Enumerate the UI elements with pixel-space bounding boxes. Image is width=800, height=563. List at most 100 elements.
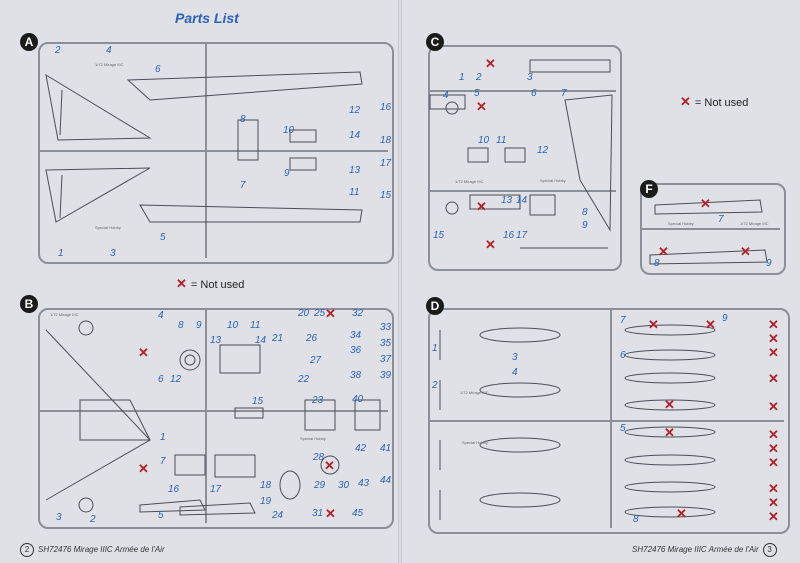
part-number: 5 xyxy=(158,510,164,521)
part-number: 45 xyxy=(352,508,364,519)
part-number: 8 xyxy=(178,320,184,331)
part-number: 38 xyxy=(350,370,362,381)
cross-icon: ✕ xyxy=(740,244,751,259)
part-number: 1 xyxy=(459,72,465,83)
part-number: 25 xyxy=(314,308,326,319)
not-used-legend-left: ✕= Not used xyxy=(176,277,244,291)
cross-icon: ✕ xyxy=(768,427,779,442)
part-number: 32 xyxy=(352,308,364,319)
cross-icon: ✕ xyxy=(648,317,659,332)
sprue-A-brand: Special Hobby xyxy=(95,225,121,230)
part-number: 8 xyxy=(240,114,246,125)
sprue-C-brand: Special Hobby xyxy=(540,178,566,183)
part-number: 17 xyxy=(380,158,392,169)
cross-icon: ✕ xyxy=(325,306,336,321)
part-number: 11 xyxy=(349,187,360,198)
part-number: 12 xyxy=(170,374,182,385)
part-number: 8 xyxy=(582,207,588,218)
part-number: 3 xyxy=(56,512,62,523)
part-number: 34 xyxy=(350,330,362,341)
legend-label: = Not used xyxy=(190,279,245,291)
part-number: 39 xyxy=(380,370,392,381)
part-number: 4 xyxy=(443,90,449,101)
part-number: 1 xyxy=(58,248,64,259)
cross-icon: ✕ xyxy=(138,345,149,360)
part-number: 13 xyxy=(349,165,361,176)
sprue-C-badge: C xyxy=(426,33,444,51)
sprue-F-brand: Special Hobby xyxy=(668,221,694,226)
footer-caption: SH72476 Mirage IIIC Armée de l'Air xyxy=(632,545,759,554)
part-number: 3 xyxy=(527,72,533,83)
part-number: 2 xyxy=(90,514,96,525)
sprue-B-tag: 1/72 Mirage IIIC xyxy=(50,312,79,317)
part-number: 9 xyxy=(284,168,290,179)
part-number: 6 xyxy=(158,374,164,385)
part-number: 37 xyxy=(380,354,392,365)
cross-icon: ✕ xyxy=(476,199,487,214)
part-number: 17 xyxy=(516,230,528,241)
cross-icon: ✕ xyxy=(658,244,669,259)
cross-icon: ✕ xyxy=(664,397,675,412)
part-number: 14 xyxy=(255,335,267,346)
cross-icon: ✕ xyxy=(324,458,335,473)
part-number: 29 xyxy=(314,480,326,491)
part-number: 4 xyxy=(158,310,164,321)
sprue-B-badge: B xyxy=(20,295,38,313)
part-number: 24 xyxy=(272,510,284,521)
part-number: 44 xyxy=(380,475,392,486)
sprue-A-badge: A xyxy=(20,33,38,51)
page-fold xyxy=(398,0,402,563)
cross-icon: ✕ xyxy=(676,506,687,521)
cross-icon: ✕ xyxy=(768,441,779,456)
part-number: 2 xyxy=(476,72,482,83)
part-number: 42 xyxy=(355,443,367,454)
part-number: 13 xyxy=(210,335,222,346)
sprue-F-tag: 1/72 Mirage IIIC xyxy=(740,221,769,226)
part-number: 12 xyxy=(349,105,361,116)
sprue-F-frame xyxy=(640,183,786,275)
part-number: 15 xyxy=(252,396,264,407)
part-number: 14 xyxy=(516,195,528,206)
part-number: 3 xyxy=(512,352,518,363)
part-number: 15 xyxy=(433,230,445,241)
part-number: 10 xyxy=(283,125,295,136)
part-number: 35 xyxy=(380,338,392,349)
part-number: 36 xyxy=(350,345,362,356)
part-number: 11 xyxy=(496,135,507,146)
right-page xyxy=(402,0,800,563)
part-number: 13 xyxy=(501,195,513,206)
sprue-C-frame xyxy=(428,45,622,271)
sprue-F-badge: F xyxy=(640,180,658,198)
part-number: 7 xyxy=(240,180,246,191)
part-number: 17 xyxy=(210,484,222,495)
part-number: 3 xyxy=(110,248,116,259)
page-title: Parts List xyxy=(175,10,239,26)
part-number: 12 xyxy=(537,145,549,156)
part-number: 9 xyxy=(196,320,202,331)
part-number: 18 xyxy=(380,135,392,146)
sprue-C-tag: 1/72 Mirage IIIC xyxy=(455,179,484,184)
part-number: 26 xyxy=(306,333,318,344)
part-number: 22 xyxy=(298,374,310,385)
legend-label: = Not used xyxy=(694,97,749,109)
part-number: 9 xyxy=(766,258,772,269)
cross-icon: ✕ xyxy=(664,425,675,440)
left-page xyxy=(0,0,398,563)
part-number: 6 xyxy=(155,64,161,75)
sprue-D-frame xyxy=(428,308,790,534)
page-number: 3 xyxy=(762,543,777,557)
cross-icon: ✕ xyxy=(768,509,779,524)
cross-icon: ✕ xyxy=(485,237,496,252)
page-number: 2 xyxy=(20,543,34,557)
part-number: 6 xyxy=(531,88,537,99)
cross-icon: ✕ xyxy=(680,94,691,109)
part-number: 2 xyxy=(432,380,438,391)
part-number: 16 xyxy=(503,230,515,241)
cross-icon: ✕ xyxy=(768,495,779,510)
part-number: 10 xyxy=(478,135,490,146)
part-number: 5 xyxy=(160,232,166,243)
part-number: 33 xyxy=(380,322,392,333)
sprue-B-frame xyxy=(38,308,394,529)
